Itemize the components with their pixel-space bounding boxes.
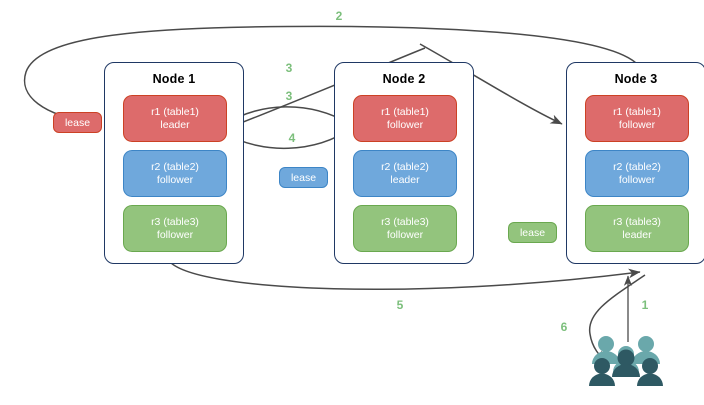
lease-box-red[interactable]: lease	[53, 112, 102, 133]
users-icon[interactable]	[588, 332, 668, 390]
replica-node3-r3[interactable]: r3 (table3) leader	[585, 205, 689, 252]
replica-node2-r3[interactable]: r3 (table3) follower	[353, 205, 457, 252]
replica-name: r3 (table3)	[381, 215, 429, 228]
step-label-3-lens: 3	[285, 89, 293, 103]
edge-step-2-tail	[419, 43, 563, 125]
replica-name: r2 (table2)	[151, 160, 199, 173]
replica-role: leader	[622, 228, 652, 241]
lease-box-blue[interactable]: lease	[279, 167, 328, 188]
node-box-2: Node 2 r1 (table1) follower r2 (table2) …	[334, 62, 474, 264]
lease-box-green[interactable]: lease	[508, 222, 557, 243]
node-title-1: Node 1	[152, 72, 196, 86]
step-label-5: 5	[396, 298, 404, 312]
node-title-3: Node 3	[614, 72, 658, 86]
replica-name: r2 (table2)	[613, 160, 661, 173]
replica-role: follower	[156, 228, 194, 241]
replica-name: r1 (table1)	[381, 105, 429, 118]
replica-role: follower	[618, 173, 656, 186]
replica-node2-r1[interactable]: r1 (table1) follower	[353, 95, 457, 142]
replica-role: leader	[390, 173, 420, 186]
replica-role: follower	[156, 173, 194, 186]
replica-node3-r1[interactable]: r1 (table1) follower	[585, 95, 689, 142]
step-label-4: 4	[288, 131, 296, 145]
replica-role: follower	[386, 118, 424, 131]
step-label-2: 2	[335, 9, 343, 23]
replica-name: r3 (table3)	[151, 215, 199, 228]
step-label-3-upper: 3	[285, 61, 293, 75]
replica-name: r3 (table3)	[613, 215, 661, 228]
replica-name: r2 (table2)	[381, 160, 429, 173]
replica-node3-r2[interactable]: r2 (table2) follower	[585, 150, 689, 197]
replica-node1-r2[interactable]: r2 (table2) follower	[123, 150, 227, 197]
edge-step-5	[169, 261, 641, 291]
replica-node1-r3[interactable]: r3 (table3) follower	[123, 205, 227, 252]
node-title-2: Node 2	[382, 72, 426, 86]
replica-name: r1 (table1)	[151, 105, 199, 118]
node-box-1: Node 1 r1 (table1) leader r2 (table2) fo…	[104, 62, 244, 264]
replica-node1-r1[interactable]: r1 (table1) leader	[123, 95, 227, 142]
replica-role: follower	[618, 118, 656, 131]
replica-name: r1 (table1)	[613, 105, 661, 118]
edge-step-2	[23, 25, 637, 126]
replica-node2-r2[interactable]: r2 (table2) leader	[353, 150, 457, 197]
replica-role: leader	[160, 118, 190, 131]
step-label-6: 6	[560, 320, 568, 334]
node-box-3: Node 3 r1 (table1) follower r2 (table2) …	[566, 62, 704, 264]
replica-role: follower	[386, 228, 424, 241]
step-label-1: 1	[641, 298, 649, 312]
